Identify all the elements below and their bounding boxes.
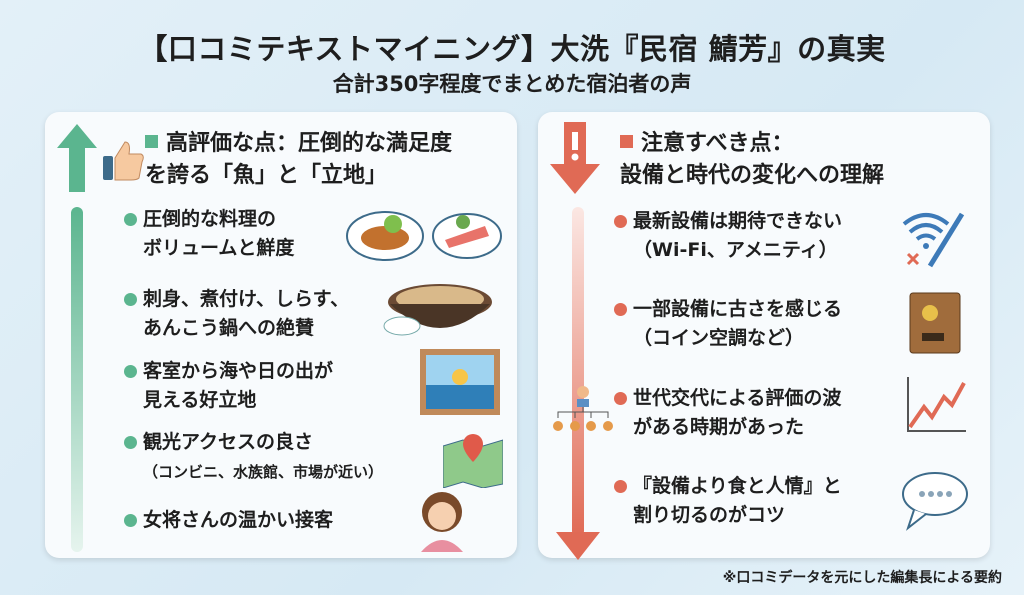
item-text: あんこう鍋への絶賛: [143, 317, 315, 339]
heading-line: 設備と時代の変化への理解: [620, 163, 885, 188]
item-text: ボリュームと鮮度: [143, 237, 295, 259]
footnote: ※口コミデータを元にした編集長による要約: [722, 570, 1002, 586]
list-item: 客室から海や日の出が見える好立地: [124, 357, 334, 415]
page-subtitle: 合計350字程度でまとめた宿泊者の声: [332, 72, 692, 96]
bullet-icon: [124, 436, 137, 449]
list-item: 観光アクセスの良さ （コンビニ、水族館、市場が近い）: [124, 428, 384, 487]
list-item: 『設備より食と人情』と割り切るのがコツ: [614, 472, 842, 530]
caution-heading: 注意すべき点： 設備と時代の変化への理解: [620, 128, 884, 192]
item-text: 女将さんの温かい接客: [143, 509, 334, 531]
positive-panel: 高評価な点：圧倒的な満足度を誇る「魚」と「立地」 圧倒的な料理のボリュームと鮮度…: [45, 112, 517, 558]
item-text: 最新設備は期待できない: [633, 210, 843, 232]
map-pin-icon: [443, 434, 503, 488]
square-bullet-icon: [145, 135, 158, 148]
sea-window-icon: [420, 349, 500, 415]
bullet-icon: [124, 365, 137, 378]
list-item: 一部設備に古さを感じる （コイン空調など）: [614, 295, 843, 353]
bullet-icon: [614, 215, 627, 228]
page-title: 【口コミテキストマイニング】大洗『民宿 鯖芳』の真実: [138, 32, 886, 66]
item-text: 一部設備に古さを感じる: [633, 298, 843, 320]
bullet-icon: [124, 213, 137, 226]
wifi-toothbrush-icon: [902, 212, 965, 268]
speech-bubble-icon: [902, 472, 968, 531]
up-arrow-icon: [57, 124, 97, 192]
green-vertical-bar: [71, 207, 83, 552]
item-text: がある時期があった: [633, 416, 805, 438]
red-vertical-bar: [572, 207, 584, 537]
item-text: 観光アクセスの良さ: [143, 431, 314, 453]
hotpot-icon: [383, 284, 492, 336]
heading-line: 高評価な点：圧倒的な満足度: [166, 131, 453, 156]
list-item: 最新設備は期待できない （Wi-Fi、アメニティ）: [614, 207, 843, 265]
heading-line: 注意すべき点：: [641, 131, 794, 156]
item-text: 割り切るのがコツ: [633, 504, 786, 526]
list-item: 圧倒的な料理のボリュームと鮮度: [124, 205, 295, 263]
bullet-icon: [614, 303, 627, 316]
coin-box-icon: [909, 292, 961, 354]
down-arrowhead-icon: [556, 532, 600, 560]
list-item: 世代交代による評価の波がある時期があった: [614, 384, 842, 442]
bullet-icon: [614, 392, 627, 405]
item-text: 『設備より食と人情』と: [633, 475, 842, 497]
item-text: 圧倒的な料理の: [143, 208, 277, 230]
bullet-icon: [614, 480, 627, 493]
item-text: 見える好立地: [143, 389, 257, 411]
item-text: （Wi-Fi、アメニティ）: [633, 239, 838, 261]
item-text: 客室から海や日の出が: [143, 360, 334, 382]
bullet-icon: [124, 514, 137, 527]
square-bullet-icon: [620, 135, 633, 148]
warning-down-arrow-icon: [550, 122, 600, 194]
item-text: （コイン空調など）: [633, 327, 805, 349]
list-item: 刺身、煮付け、しらす、あんこう鍋への絶賛: [124, 285, 350, 343]
hostess-icon: [421, 492, 463, 552]
caution-panel: 注意すべき点： 設備と時代の変化への理解 最新設備は期待できない （Wi-Fi、アメ…: [538, 112, 990, 560]
item-text: 世代交代による評価の波: [633, 387, 842, 409]
trend-chart-icon: [907, 377, 966, 432]
list-item: 女将さんの温かい接客: [124, 506, 334, 535]
item-text: （コンビニ、水族館、市場が近い）: [143, 463, 384, 481]
thumbs-up-icon: [103, 141, 144, 181]
family-tree-icon: [553, 386, 613, 431]
positive-heading: 高評価な点：圧倒的な満足度を誇る「魚」と「立地」: [145, 128, 452, 192]
food-plates-icon: [346, 211, 502, 261]
item-text: 刺身、煮付け、しらす、: [143, 288, 350, 310]
bullet-icon: [124, 293, 137, 306]
heading-line: を誇る「魚」と「立地」: [145, 163, 388, 188]
